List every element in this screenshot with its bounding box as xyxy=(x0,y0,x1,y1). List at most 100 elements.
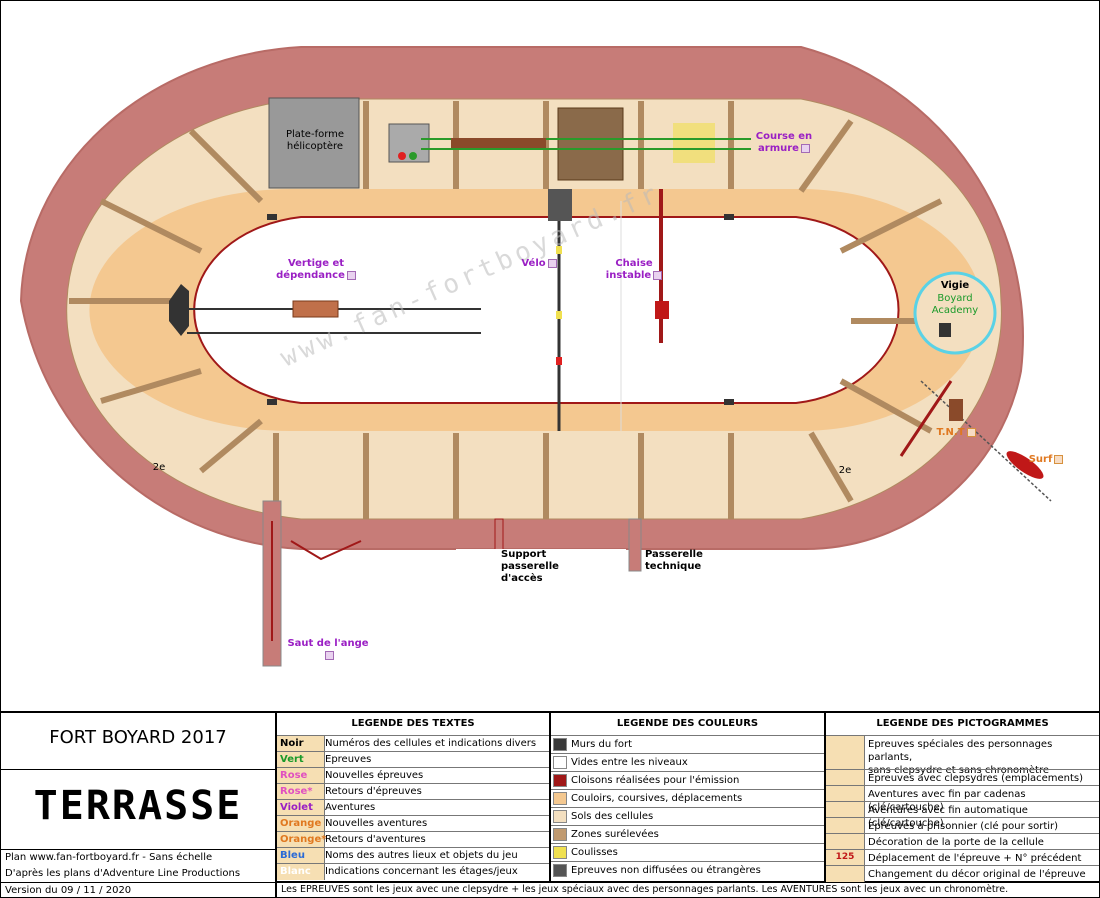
surf-label: Surf xyxy=(1026,454,1066,466)
padlock-icon xyxy=(346,270,356,280)
text-legend-row: Rose*Retours d'épreuves xyxy=(277,783,549,800)
text-legend-key: Orange xyxy=(277,816,325,832)
footer-note-box: Les EPREUVES sont les jeux avec une clep… xyxy=(276,882,1100,898)
text-legend-key: Noir xyxy=(277,736,325,752)
padlock-icon xyxy=(547,258,557,268)
picto-legend-desc: Epreuves spéciales des personnages parla… xyxy=(868,739,1053,776)
right-floor-label: 2e xyxy=(838,465,852,476)
text-legend-key: Blanc xyxy=(277,864,325,880)
legend-texts-header: LEGENDE DES TEXTES xyxy=(351,718,475,729)
velo-label: Vélo xyxy=(519,258,559,270)
picto-icon xyxy=(826,786,865,802)
text-legend-desc: Aventures xyxy=(325,802,376,813)
course-label: Course en armure xyxy=(755,131,813,154)
picto-icon xyxy=(826,834,865,850)
helipad xyxy=(268,97,360,189)
text-legend-key: Orange* xyxy=(277,832,326,848)
picto-legend-row: Epreuves à prisonnier (clé pour sortir) xyxy=(826,817,1099,834)
picto-legend-desc: Aventures avec fin par cadenas (clé/cart… xyxy=(868,789,1026,813)
picto-icon xyxy=(826,770,865,786)
picto-icon xyxy=(826,866,865,882)
picto-legend-desc: Epreuves avec clepsydres (emplacements) xyxy=(868,773,1084,784)
legend-pictos: LEGENDE DES PICTOGRAMMES Epreuves spécia… xyxy=(825,712,1100,882)
text-legend-desc: Indications concernant les étages/jeux xyxy=(325,866,518,877)
picto-icon xyxy=(826,736,865,770)
color-legend-row: Murs du fort xyxy=(551,735,824,754)
tnt-label: T.N.T xyxy=(931,427,981,439)
text-legend-desc: Nouvelles épreuves xyxy=(325,770,424,781)
picto-icon xyxy=(826,818,865,834)
central-void xyxy=(193,216,900,404)
text-legend-key: Bleu xyxy=(277,848,325,864)
grey-box xyxy=(388,123,430,163)
text-legend-desc: Numéros des cellules et indications dive… xyxy=(325,738,537,749)
chaise-label: Chaise instable xyxy=(599,258,669,282)
text-legend-key: Rose xyxy=(277,768,325,784)
color-legend-row: Zones surélevées xyxy=(551,825,824,844)
picto-legend-desc: Changement du décor original de l'épreuv… xyxy=(868,869,1086,880)
text-legend-key: Violet xyxy=(277,800,325,816)
color-legend-row: Couloirs, coursives, déplacements xyxy=(551,789,824,808)
color-swatch xyxy=(553,756,567,769)
padlock-icon xyxy=(966,427,976,437)
net-platform xyxy=(557,107,624,181)
color-legend-desc: Cloisons réalisées pour l'émission xyxy=(571,775,740,786)
text-legend-desc: Noms des autres lieux et objets du jeu xyxy=(325,850,518,861)
saut-label: Saut de l'ange xyxy=(283,638,373,662)
color-legend-desc: Sols des cellules xyxy=(571,811,654,822)
color-legend-row: Epreuves non diffusées ou étrangères xyxy=(551,861,824,880)
left-floor-label: 2e xyxy=(152,462,166,473)
picto-legend-desc: Epreuves à prisonnier (clé pour sortir) xyxy=(868,821,1059,832)
vertige-label: Vertige et dépendance xyxy=(271,258,361,282)
support-label: Support passerelle d'accès xyxy=(501,549,559,584)
color-legend-desc: Vides entre les niveaux xyxy=(571,757,688,768)
picto-number: 125 xyxy=(835,852,855,862)
picto-legend-row: 125 Déplacement de l'épreuve + N° précéde… xyxy=(826,849,1099,866)
legend-colors-header: LEGENDE DES COULEURS xyxy=(616,718,759,729)
padlock-icon xyxy=(1054,454,1064,464)
padlock-icon xyxy=(324,650,334,660)
vigie-circle xyxy=(913,271,997,355)
fort-map: www.fan-fortboyard.fr Plate-forme hélico… xyxy=(0,0,1100,712)
color-legend-desc: Epreuves non diffusées ou étrangères xyxy=(571,865,761,876)
picto-legend-row: Epreuves avec clepsydres (emplacements) xyxy=(826,769,1099,786)
color-legend-desc: Zones surélevées xyxy=(571,829,659,840)
color-legend-row: Coulisses xyxy=(551,843,824,862)
boyard-academy-label: Boyard Academy xyxy=(931,293,979,316)
color-swatch xyxy=(553,828,567,841)
text-legend-desc: Epreuves xyxy=(325,754,372,765)
color-legend-row: Cloisons réalisées pour l'émission xyxy=(551,771,824,790)
passerelle-tech-label: Passerelle technique xyxy=(645,549,703,572)
picto-legend-row: Décoration de la porte de la cellule xyxy=(826,833,1099,850)
text-legend-key: Vert xyxy=(277,752,325,768)
title-block: FORT BOYARD 2017 TERRASSE Plan www.fan-f… xyxy=(0,712,276,898)
color-swatch xyxy=(553,846,567,859)
title: FORT BOYARD 2017 xyxy=(49,727,227,748)
version-line: Version du 09 / 11 / 2020 xyxy=(5,885,132,896)
picto-legend-row: Aventures avec fin automatique (clé/cart… xyxy=(826,801,1099,829)
picto-legend-desc: Déplacement de l'épreuve + N° précédent xyxy=(868,853,1082,864)
level-title: TERRASSE xyxy=(33,783,243,829)
color-legend-desc: Couloirs, coursives, déplacements xyxy=(571,793,743,804)
picto-icon: 125 xyxy=(826,850,865,866)
color-legend-row: Sols des cellules xyxy=(551,807,824,826)
text-legend-desc: Retours d'aventures xyxy=(325,834,426,845)
picto-legend-desc: Décoration de la porte de la cellule xyxy=(868,837,1044,848)
color-legend-desc: Murs du fort xyxy=(571,739,633,750)
text-legend-desc: Nouvelles aventures xyxy=(325,818,428,829)
color-swatch xyxy=(553,738,567,751)
color-swatch xyxy=(553,864,567,877)
picto-legend-row: Changement du décor original de l'épreuv… xyxy=(826,865,1099,882)
fort-plan-svg xyxy=(19,46,1052,667)
footer-note: Les EPREUVES sont les jeux avec une clep… xyxy=(281,884,1009,895)
picto-icon xyxy=(826,802,865,818)
text-legend-key: Rose* xyxy=(277,784,325,800)
color-legend-desc: Coulisses xyxy=(571,847,618,858)
padlock-icon xyxy=(800,143,810,153)
